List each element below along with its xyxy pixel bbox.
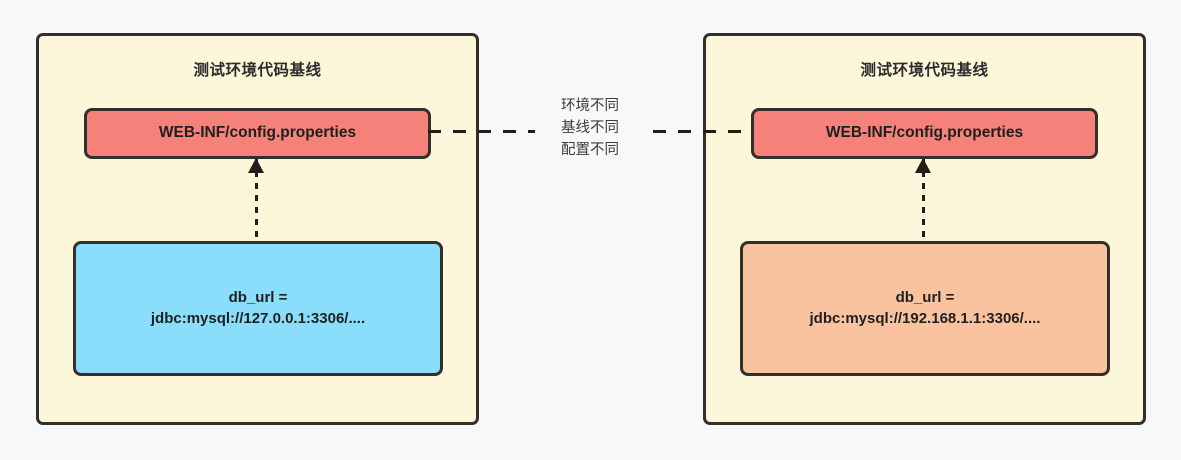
left-db-url-line1: db_url = — [228, 289, 288, 307]
panel-left-baseline: 测试环境代码基线 WEB-INF/config.properties db_ur… — [36, 33, 479, 425]
left-db-url-line2: jdbc:mysql://127.0.0.1:3306/.... — [150, 309, 366, 327]
left-dotted-connector — [255, 159, 258, 241]
panel-right-title: 测试环境代码基线 — [860, 62, 989, 79]
link-label-line-3: 配置不同 — [561, 142, 619, 158]
link-label-line-1: 环境不同 — [561, 98, 619, 114]
right-db-url-line2: jdbc:mysql://192.168.1.1:3306/.... — [809, 309, 1041, 327]
cross-panel-link-label: 环境不同 基线不同 配置不同 — [535, 95, 645, 161]
right-db-url-node[interactable]: db_url = jdbc:mysql://192.168.1.1:3306/.… — [740, 241, 1110, 376]
left-db-url-node[interactable]: db_url = jdbc:mysql://127.0.0.1:3306/...… — [73, 241, 443, 376]
right-db-url-line1: db_url = — [895, 289, 955, 307]
left-config-file-node[interactable]: WEB-INF/config.properties — [84, 108, 431, 159]
panel-left-title: 测试环境代码基线 — [193, 62, 322, 79]
link-label-line-2: 基线不同 — [535, 117, 645, 139]
right-dotted-connector — [922, 159, 925, 241]
right-config-file-node[interactable]: WEB-INF/config.properties — [751, 108, 1098, 159]
panel-right-baseline: 测试环境代码基线 WEB-INF/config.properties db_ur… — [703, 33, 1146, 425]
